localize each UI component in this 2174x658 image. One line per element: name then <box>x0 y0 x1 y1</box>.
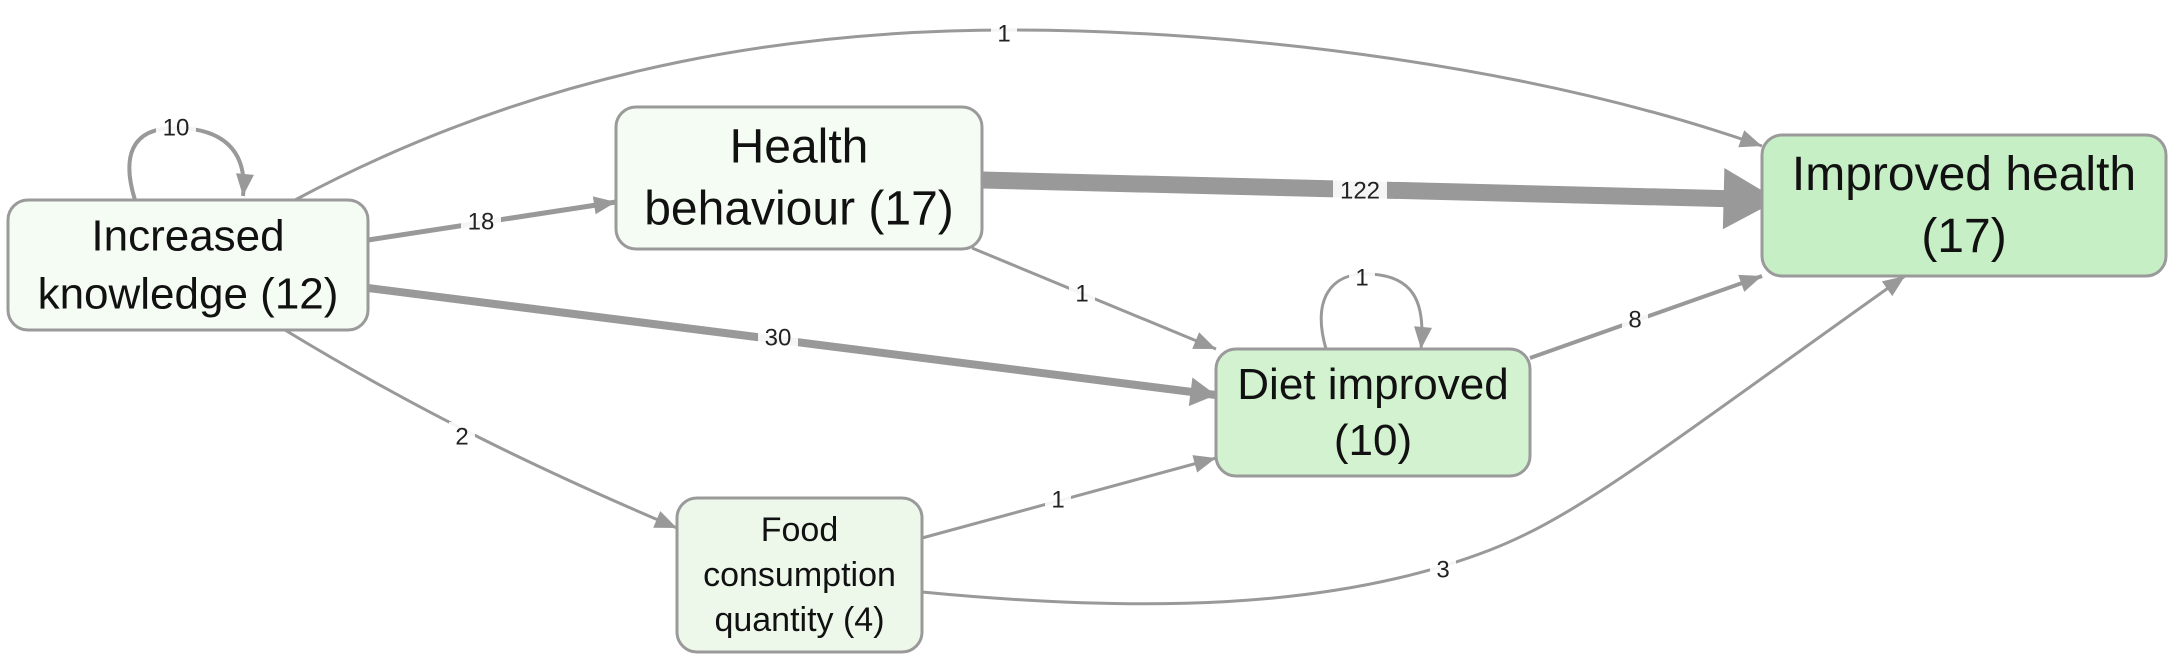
edge-weight-label: 18 <box>468 209 495 236</box>
edge-label-background <box>1069 279 1095 309</box>
node-label-line: (10) <box>1334 416 1412 465</box>
edge-fc-ih <box>921 274 1906 606</box>
arrowhead-ik-ih <box>1738 130 1762 148</box>
edge-weight-label: 1 <box>997 21 1010 48</box>
arrowhead-ik-di <box>1188 377 1216 407</box>
edge-label-ik-ih: 1 <box>991 19 1017 49</box>
edge-weight-label: 2 <box>455 424 468 451</box>
node-box <box>6 198 370 332</box>
edge-label-fc-di: 1 <box>1045 485 1071 515</box>
arrowhead-fc-ih <box>1881 276 1905 297</box>
edge-label-ik-di: 30 <box>758 323 798 353</box>
edge-label-di-ih: 8 <box>1622 305 1648 335</box>
edge-label-fc-ih: 3 <box>1430 555 1456 585</box>
edge-label-background <box>449 422 475 452</box>
edge-weight-label: 8 <box>1628 307 1641 334</box>
edge-label-ik-fc: 2 <box>449 422 475 452</box>
edge-weight-label: 30 <box>765 325 792 352</box>
node-label-line: Food <box>761 511 839 549</box>
arrowhead-di-ih <box>1738 274 1762 292</box>
node-improved-health[interactable]: Improved health (17) <box>1760 133 2168 278</box>
edge-label-ik-self: 10 <box>156 113 196 143</box>
arrowhead-di-self <box>1414 326 1432 349</box>
node-label-line: behaviour (17) <box>644 183 954 236</box>
arrowhead-ik-self <box>236 173 254 196</box>
edge-label-background <box>1349 263 1375 293</box>
edge-weight-label: 1 <box>1355 265 1368 292</box>
arrowhead-ik-fc <box>653 511 677 528</box>
node-health-behaviour[interactable]: Health behaviour (17) <box>614 105 984 251</box>
arrowhead-ik-hb <box>592 196 616 215</box>
edge-weight-label: 3 <box>1436 557 1449 584</box>
node-box <box>675 496 924 654</box>
edge-label-hb-ih: 122 <box>1333 176 1387 206</box>
edge-label-background <box>758 323 798 353</box>
arrowhead-fc-di <box>1192 455 1216 473</box>
edge-label-background <box>1622 305 1648 335</box>
edge-weight-label: 122 <box>1340 178 1380 205</box>
edge-label-background <box>1333 176 1387 206</box>
node-diet-improved[interactable]: Diet improved (10) <box>1214 347 1532 478</box>
edge-label-ik-hb: 18 <box>461 207 501 237</box>
node-layer: Increased knowledge (12) Health behaviour (… <box>6 105 2168 654</box>
edge-weight-label: 1 <box>1075 281 1088 308</box>
node-increased-knowledge[interactable]: Increased knowledge (12) <box>6 198 370 332</box>
node-label-line: (17) <box>1921 210 2006 263</box>
edge-weight-label: 10 <box>163 115 190 142</box>
edge-label-background <box>461 207 501 237</box>
node-label-line: Increased <box>91 212 284 261</box>
node-label-line: Improved health <box>1792 148 2136 201</box>
node-box <box>614 105 984 251</box>
node-label-line: consumption <box>703 556 896 594</box>
node-label-line: Health <box>730 121 869 174</box>
edge-label-background <box>1430 555 1456 585</box>
edge-label-background <box>156 113 196 143</box>
edge-label-di-self: 1 <box>1349 263 1375 293</box>
edge-ik-fc <box>284 328 678 530</box>
node-box <box>1214 347 1532 478</box>
node-box <box>1760 133 2168 278</box>
edge-label-background <box>1045 485 1071 515</box>
arrowhead-hb-di <box>1192 332 1216 349</box>
edge-weight-label: 1 <box>1051 487 1064 514</box>
arrowhead-hb-ih <box>1722 168 1778 230</box>
node-label-line: knowledge (12) <box>38 270 339 319</box>
node-label-line: Diet improved <box>1237 360 1508 409</box>
node-label-line: quantity (4) <box>714 601 884 639</box>
node-food-consumption[interactable]: Food consumption quantity (4) <box>675 496 924 654</box>
edge-label-background <box>991 19 1017 49</box>
edge-label-hb-di: 1 <box>1069 279 1095 309</box>
